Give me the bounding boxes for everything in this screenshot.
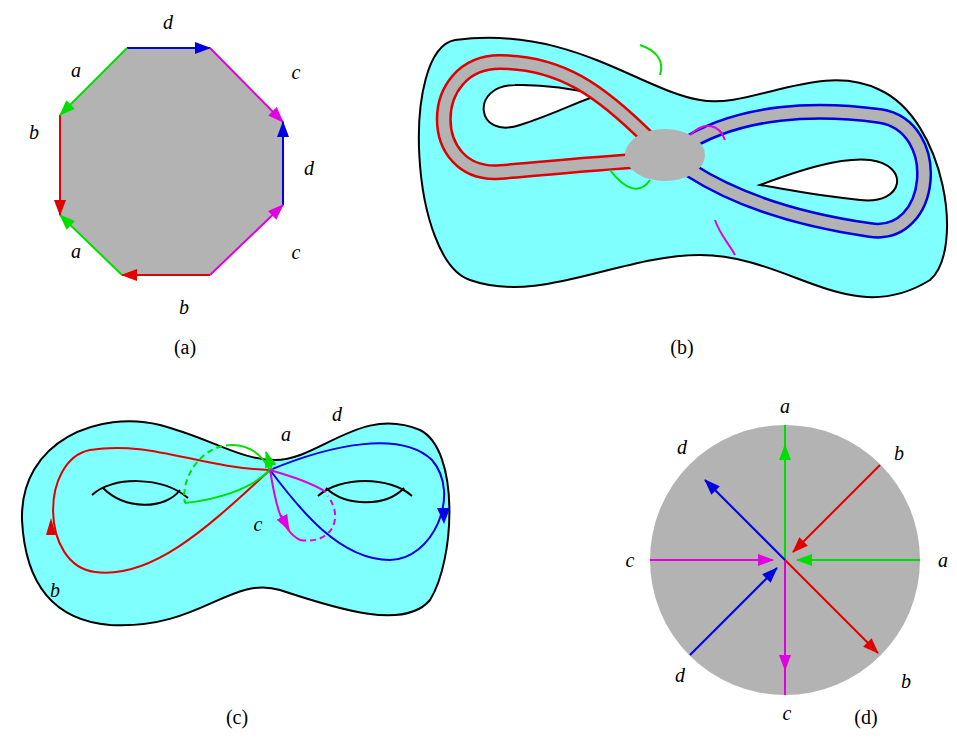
double-torus: [22, 421, 450, 625]
edge-letter: a: [938, 550, 948, 570]
thickened-surface: [419, 38, 947, 297]
edge-letter: d: [332, 404, 342, 424]
edge-letter: b: [901, 671, 911, 691]
edge-letter: d: [677, 437, 687, 457]
edge-letter: c: [254, 514, 263, 534]
panel-caption: (c): [226, 707, 248, 727]
edge-letter: b: [894, 443, 904, 463]
edge-letter: a: [281, 424, 291, 444]
edge-letter: a: [71, 241, 81, 261]
edge-letter: c: [626, 550, 635, 570]
edge-letter: d: [304, 158, 314, 178]
edge-letter: b: [29, 122, 39, 142]
edge-letter: a: [780, 396, 790, 416]
edge-letter: c: [292, 242, 301, 262]
octagon: [60, 48, 283, 275]
edge-letter: b: [50, 580, 60, 600]
edge-letter: d: [163, 12, 173, 32]
edge-letter: c: [292, 62, 301, 82]
edge-letter: b: [179, 297, 189, 317]
edge-letter: a: [71, 60, 81, 80]
edge-letter: d: [675, 665, 685, 685]
disc-neighbourhood: [650, 425, 920, 695]
panel-caption: (a): [174, 337, 196, 357]
panel-caption: (b): [670, 337, 693, 357]
panel-caption: (d): [854, 707, 877, 727]
edge-letter: c: [783, 703, 792, 723]
